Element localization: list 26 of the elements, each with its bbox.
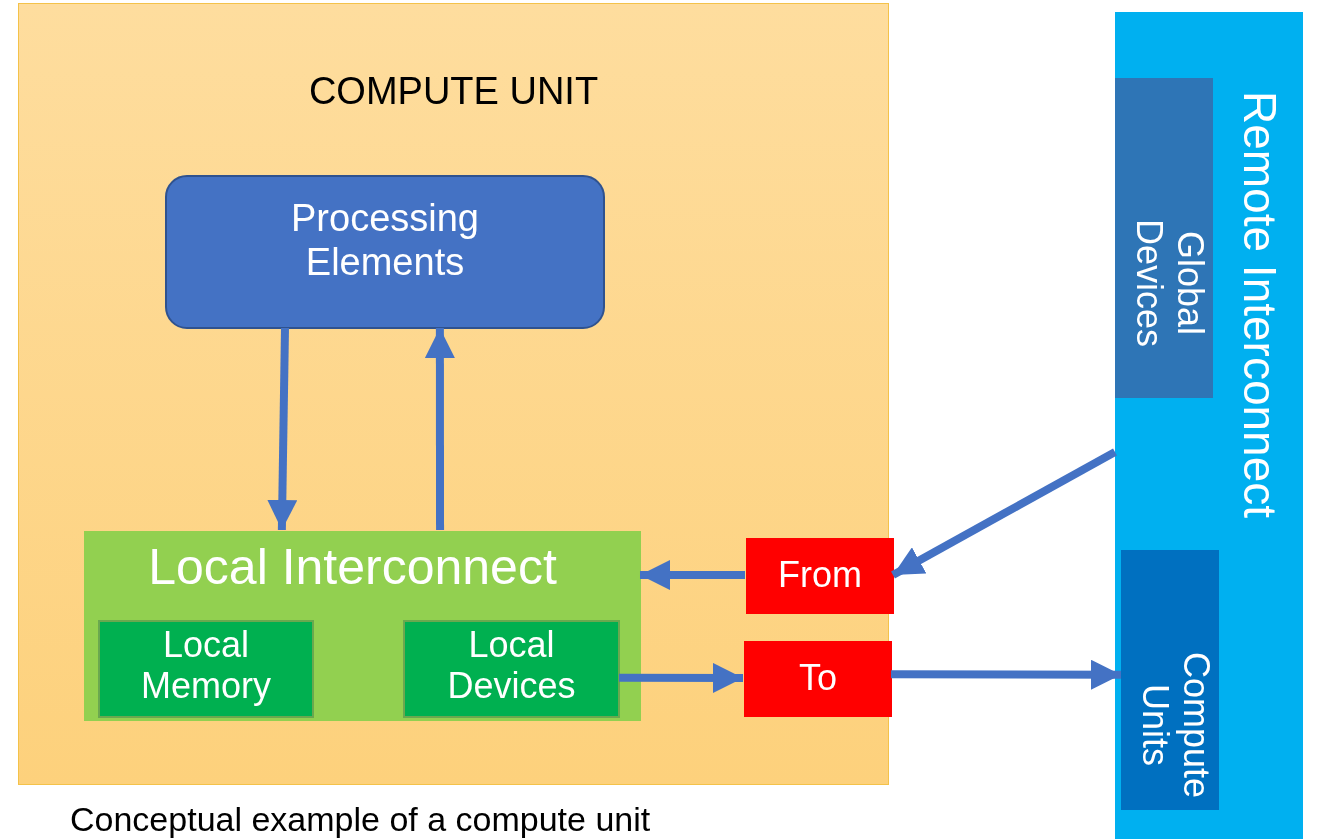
process-box <box>165 175 605 329</box>
interconnect-panel <box>84 531 641 721</box>
node-label: From <box>777 554 863 596</box>
node-label: Local Devices <box>446 624 577 707</box>
node-label: To <box>798 657 838 699</box>
arrow <box>267 327 298 531</box>
device-box <box>403 620 620 718</box>
arrow <box>640 560 745 590</box>
panel-title: COMPUTE UNIT <box>307 70 600 114</box>
interconnect-panel <box>1115 12 1303 839</box>
node-label: Compute Units <box>1133 650 1217 801</box>
node-label: Remote Interconnect <box>1233 90 1286 521</box>
node-label: Local Interconnect <box>147 539 558 597</box>
arrow <box>891 659 1121 690</box>
caption: Conceptual example of a compute unit <box>70 800 651 839</box>
device-box <box>1121 550 1219 810</box>
port-box <box>746 538 894 614</box>
node-label: Local Memory <box>140 624 272 707</box>
node-label: Global Devices <box>1127 217 1211 349</box>
arrow <box>891 448 1117 579</box>
device-box <box>1115 78 1213 398</box>
port-box <box>744 641 892 717</box>
arrow <box>424 328 455 530</box>
node-label: Processing Elements <box>290 197 480 285</box>
device-box <box>98 620 314 718</box>
arrow <box>619 662 743 693</box>
